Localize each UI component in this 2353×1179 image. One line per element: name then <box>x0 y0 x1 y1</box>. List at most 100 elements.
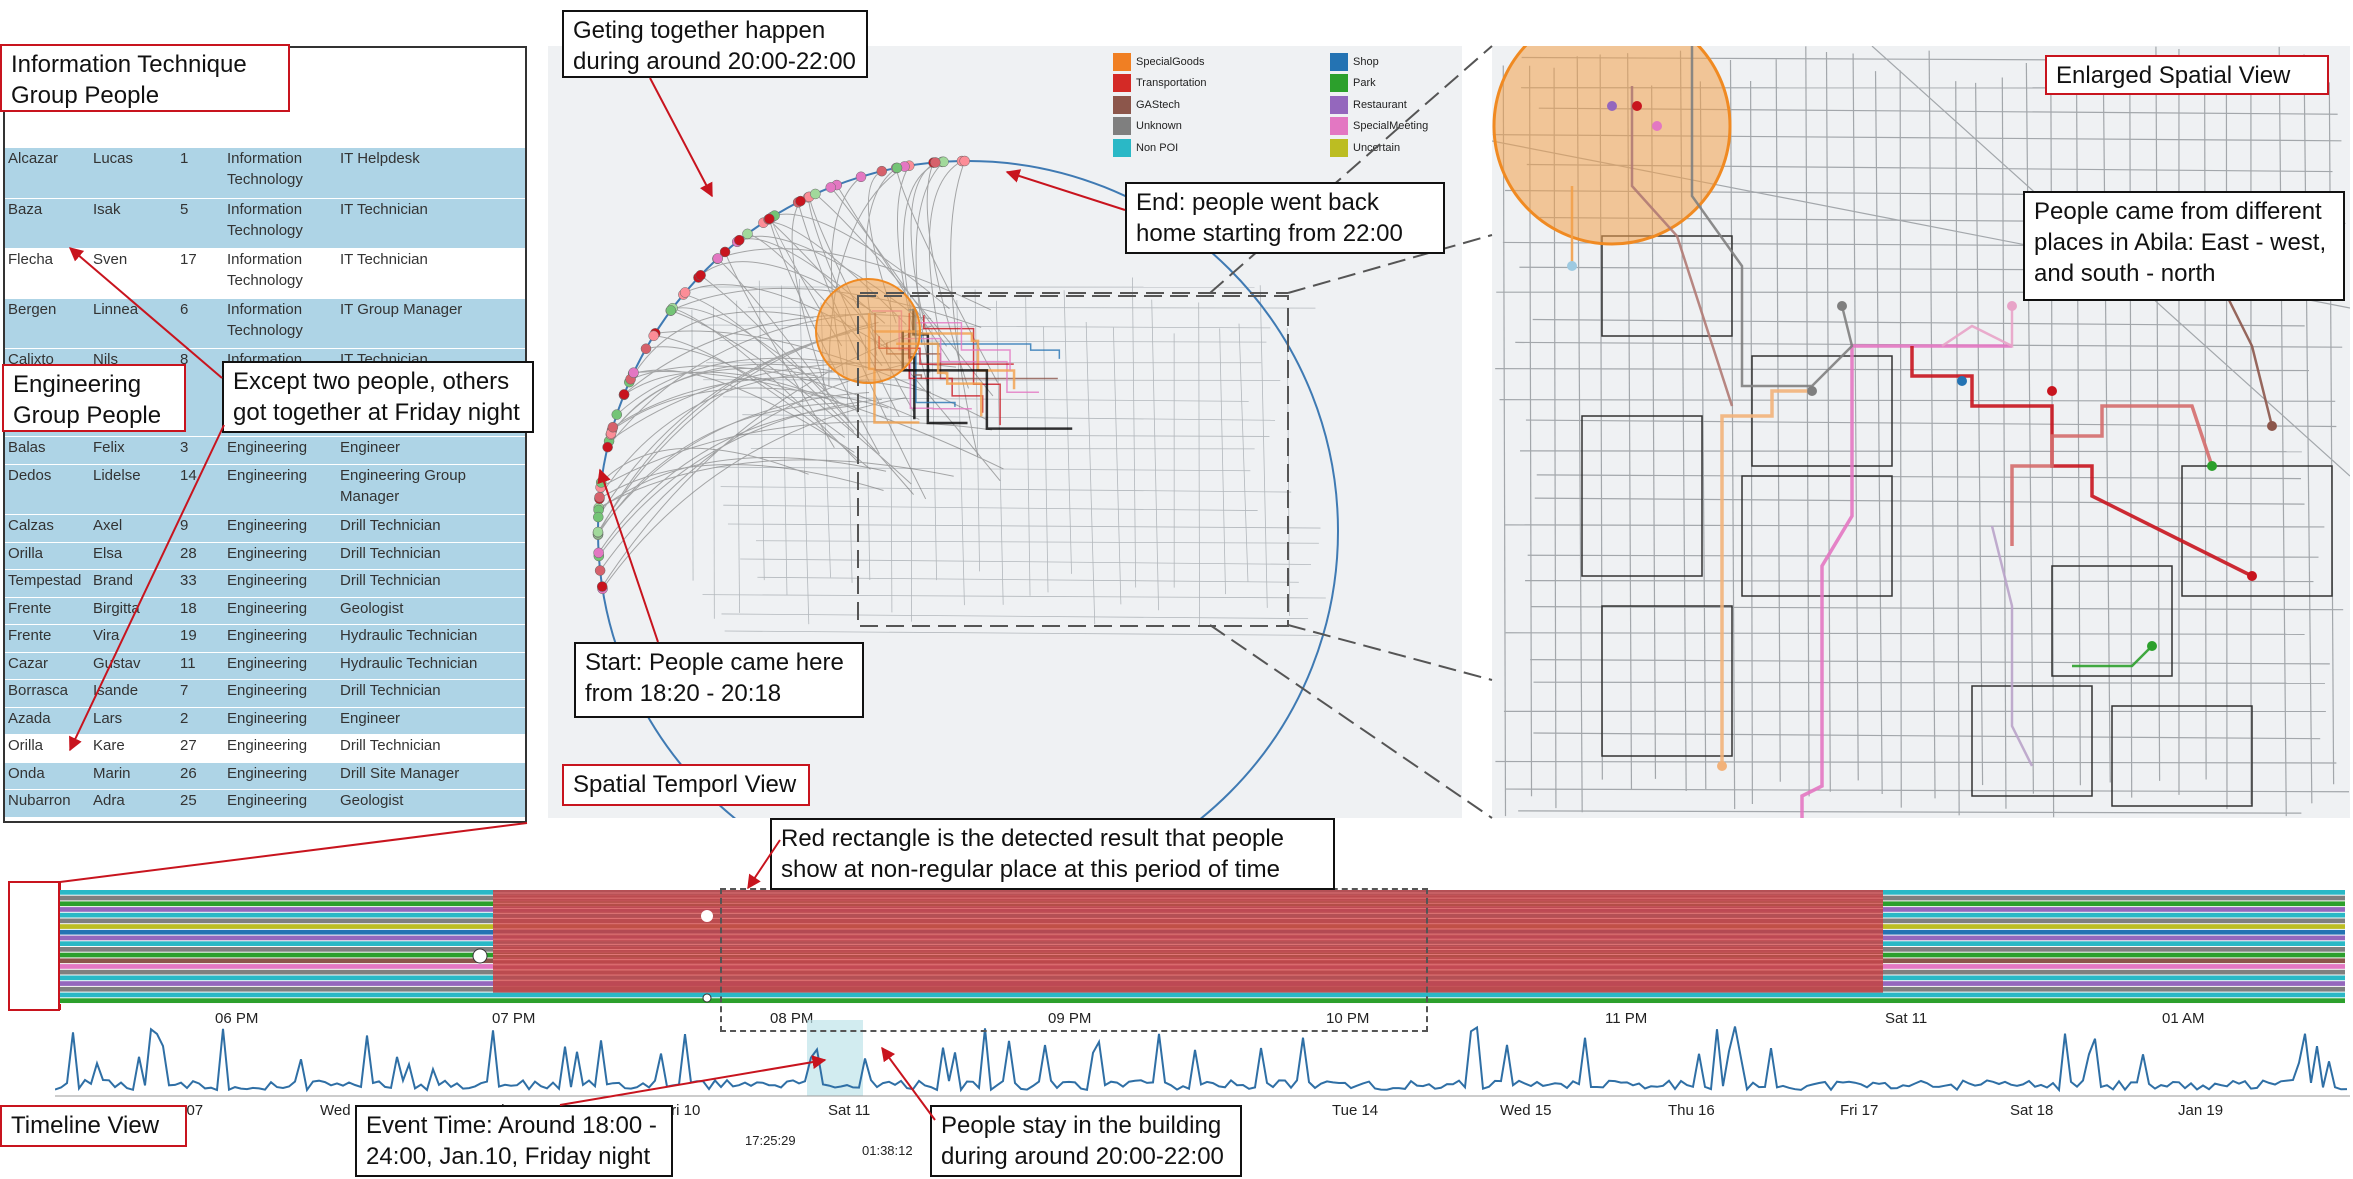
brush-start-label: 17:25:29 <box>745 1133 796 1148</box>
legend-item[interactable]: GAStech <box>1113 94 1207 116</box>
cell-first: Elsa <box>93 544 123 562</box>
event-time-line1: Event Time: Around 18:00 - <box>366 1112 657 1139</box>
cell-last: Orilla <box>8 737 44 754</box>
event-time-line2: 24:00, Jan.10, Friday night <box>366 1143 651 1170</box>
cell-title: Geologist <box>340 599 404 617</box>
cell-dept: Engineering <box>227 599 308 617</box>
cell-title: Engineering Group Manager <box>340 467 466 505</box>
cell-dept: Information Technology <box>227 250 303 289</box>
except-callout: Except two people, others got together a… <box>222 361 534 433</box>
cell-title: Drill Technician <box>340 544 441 562</box>
cell-title: Geologist <box>340 792 404 809</box>
legend-swatch <box>1113 95 1131 114</box>
cell-id: 9 <box>180 517 189 534</box>
overview-activity-chart[interactable] <box>55 1020 2350 1110</box>
cell-last: Flecha <box>8 250 54 268</box>
cell-first: Vira <box>93 627 120 644</box>
end-callout: End: people went back home starting from… <box>1125 182 1445 254</box>
hour-tick-label: Sat 11 <box>1885 1010 1928 1027</box>
cell-last: Tempestad <box>8 572 82 589</box>
legend-item[interactable]: Unknown <box>1113 116 1207 138</box>
timeline-bars[interactable] <box>60 890 2345 1004</box>
red-rect-line1: Red rectangle is the detected result tha… <box>781 825 1284 852</box>
cell-first: Lars <box>93 709 123 727</box>
engineering-group-label-line2: Group People <box>13 402 162 429</box>
day-tick-label: Thu 16 <box>1668 1102 1715 1119</box>
enlarged-view-label-text: Enlarged Spatial View <box>2056 62 2291 89</box>
cell-id: 1 <box>180 150 189 167</box>
legend-label: GAStech <box>1136 98 1181 111</box>
cell-id: 25 <box>180 792 197 809</box>
cell-title: Drill Site Manager <box>340 764 460 782</box>
cell-dept: Engineering <box>227 467 308 484</box>
legend-item[interactable]: Transportation <box>1113 73 1207 95</box>
legend-swatch <box>1113 52 1131 71</box>
came-from-callout: People came from different places in Abi… <box>2023 191 2345 301</box>
spatial-temporal-view-label-text: Spatial Temporl View <box>573 771 797 798</box>
start-line2: from 18:20 - 20:18 <box>585 680 782 707</box>
legend-label: Restaurant <box>1353 98 1407 111</box>
gathering-time-callout: Geting together happen during around 20:… <box>562 10 868 78</box>
gathering-line2: during around 20:00-22:00 <box>573 48 856 75</box>
timeline-zoom-window[interactable] <box>720 888 1428 1032</box>
cell-dept: Information Technology <box>227 150 303 188</box>
red-rectangle-callout: Red rectangle is the detected result tha… <box>770 818 1335 890</box>
cell-first: Marin <box>93 764 131 782</box>
legend-item[interactable]: Restaurant <box>1330 94 1428 116</box>
enlarged-map[interactable] <box>1492 46 2350 818</box>
cell-id: 17 <box>180 250 197 268</box>
cell-first: Sven <box>93 250 128 268</box>
cell-id: 3 <box>180 439 189 456</box>
legend-swatch <box>1330 95 1348 114</box>
cell-dept: Information Technology <box>227 300 303 339</box>
cell-title: Drill Technician <box>340 682 441 699</box>
legend-swatch <box>1330 74 1348 93</box>
cell-first: Birgitta <box>93 599 140 617</box>
legend-item[interactable]: SpecialMeeting <box>1330 116 1428 138</box>
spatial-temporal-map[interactable] <box>548 46 1462 818</box>
cell-dept: Engineering <box>227 709 308 727</box>
legend-item[interactable]: SpecialGoods <box>1113 51 1207 73</box>
timeline-view[interactable] <box>60 890 2345 1004</box>
cell-id: 19 <box>180 627 197 644</box>
legend-item[interactable]: Park <box>1330 73 1428 95</box>
legend-item[interactable]: Uncertain <box>1330 137 1428 159</box>
legend-item[interactable]: Non POI <box>1113 137 1207 159</box>
legend-item[interactable]: Shop <box>1330 51 1428 73</box>
cell-last: Dedos <box>8 467 52 484</box>
cell-id: 2 <box>180 709 189 727</box>
person-label-column <box>8 881 60 1011</box>
cell-dept: Engineering <box>227 792 308 809</box>
cell-first: Lucas <box>93 150 134 167</box>
cell-last: Balas <box>8 439 46 456</box>
cell-last: Cazar <box>8 654 49 672</box>
day-tick-label: Jan 19 <box>2178 1102 2224 1119</box>
cell-id: 27 <box>180 737 197 754</box>
cell-title: IT Technician <box>340 200 428 218</box>
cell-id: 6 <box>180 300 189 318</box>
cell-first: Isak <box>93 200 121 218</box>
enlarged-spatial-view[interactable] <box>1492 46 2350 818</box>
legend-swatch <box>1330 52 1348 71</box>
info-group-label-line1: Information Technique <box>11 51 247 78</box>
cell-title: Drill Technician <box>340 737 441 754</box>
